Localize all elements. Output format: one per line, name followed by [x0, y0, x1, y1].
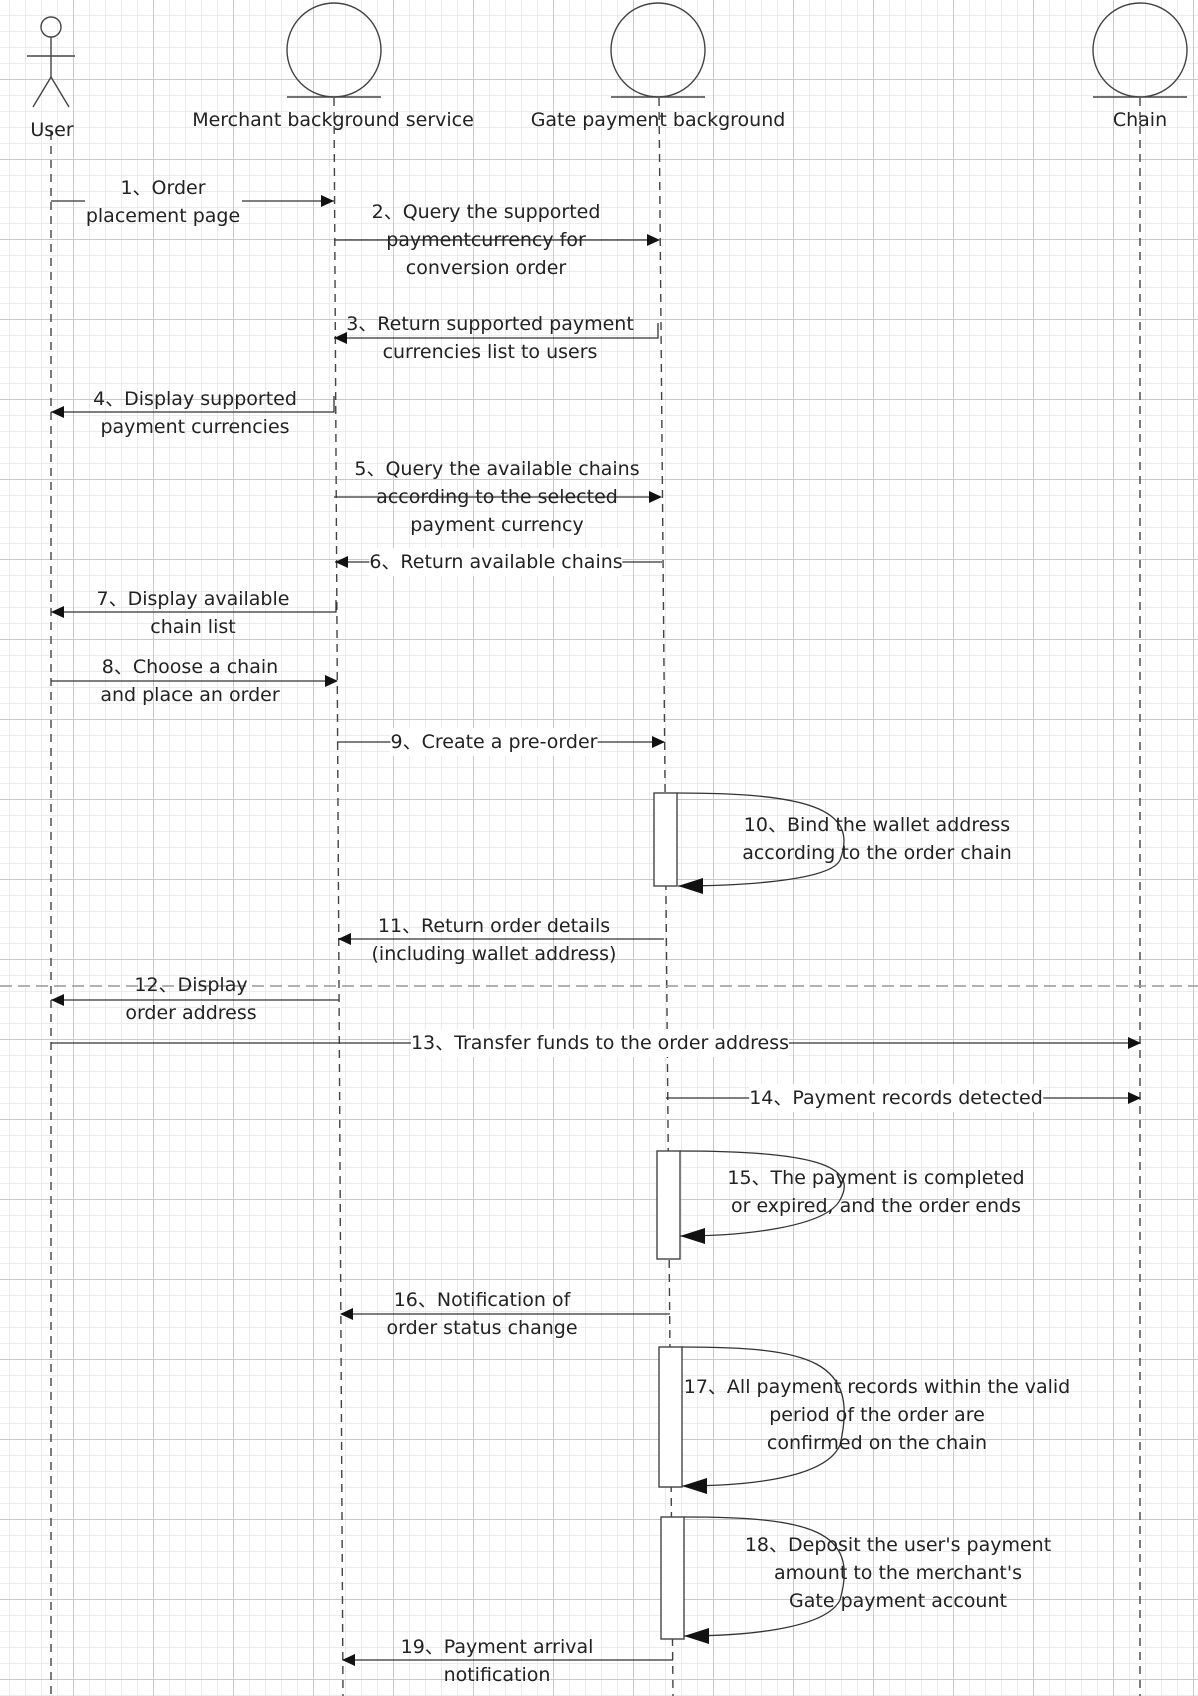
self-msg-10-arrowhead — [678, 878, 703, 894]
msg-9-label: 9、Create a pre-order — [390, 728, 598, 756]
msg-15-label: 15、The payment is completed or expired, … — [727, 1167, 1025, 1217]
activation-gate-15 — [656, 1150, 681, 1260]
msg-12-arrowhead — [51, 994, 64, 1006]
merchant-entity-icon — [286, 2, 382, 98]
msg-9-arrowhead — [652, 736, 665, 748]
activation-gate-18 — [660, 1516, 685, 1640]
msg-12-label: 12、Display order address — [125, 974, 257, 1024]
msg-4-label: 4、Display supported payment currencies — [93, 388, 297, 438]
msg-11-label: 11、Return order details (including walle… — [371, 915, 617, 965]
msg-10-label: 10、Bind the wallet address according to … — [742, 814, 1012, 864]
msg-2-arrowhead — [647, 234, 660, 246]
msg-11-arrowhead — [338, 933, 351, 945]
msg-1-label: 1、Order placement page — [85, 177, 241, 227]
msg-16-arrowhead — [340, 1308, 353, 1320]
self-msg-18-arrowhead — [684, 1628, 709, 1644]
msg-4-arrow — [51, 396, 335, 413]
msg-8-label: 8、Choose a chain and place an order — [100, 656, 280, 706]
self-msg-18-arrow — [683, 1516, 845, 1637]
msg-13-label: 13、Transfer funds to the order address — [410, 1029, 790, 1057]
self-msg-15-arrow — [679, 1150, 845, 1237]
msg-6-arrowhead — [335, 556, 348, 568]
self-msg-15-arrowhead — [680, 1228, 705, 1244]
msg-6-label: 6、Return available chains — [369, 548, 623, 576]
msg-3-arrowhead — [334, 332, 347, 344]
msg-14-label: 14、Payment records detected — [749, 1084, 1043, 1112]
msg-14-arrowhead — [1128, 1092, 1141, 1104]
msg-18-label: 18、Deposit the user's payment amount to … — [744, 1534, 1052, 1612]
msg-7-label: 7、Display available chain list — [96, 588, 290, 638]
msg-7-arrowhead — [51, 606, 64, 618]
self-msg-17-arrowhead — [682, 1478, 707, 1494]
msg-13-arrowhead — [1128, 1037, 1141, 1049]
participant-name-gate: Gate payment background — [530, 109, 786, 131]
msg-19-arrowhead — [342, 1654, 355, 1666]
self-msg-17-arrow — [681, 1346, 845, 1487]
msg-1-arrowhead — [321, 195, 334, 207]
msg-7-arrow — [51, 600, 337, 613]
msg-19-label: 19、Payment arrival notification — [400, 1636, 594, 1686]
msg-2-label: 2、Query the supported paymentcurrency fo… — [371, 201, 601, 279]
msg-8-arrowhead — [325, 675, 338, 687]
msg-3-arrow — [334, 323, 659, 339]
msg-17-label: 17、All payment records within the valid … — [683, 1376, 1071, 1454]
activation-gate-17 — [658, 1346, 683, 1488]
msg-4-arrowhead — [51, 406, 64, 418]
participant-name-chain: Chain — [1112, 109, 1168, 131]
gate-entity-icon — [610, 2, 706, 98]
msg-3-label: 3、Return supported payment currencies li… — [346, 313, 634, 363]
msg-5-label: 5、Query the available chains according t… — [354, 458, 640, 536]
lifeline-merchant — [333, 97, 344, 1696]
participant-name-user: User — [30, 119, 74, 141]
self-msg-10-arrow — [676, 792, 845, 887]
activation-gate-10 — [653, 792, 678, 887]
chain-entity-icon — [1092, 2, 1188, 98]
msg-16-label: 16、Notification of order status change — [386, 1289, 578, 1339]
participant-name-merchant: Merchant background service — [192, 109, 474, 131]
user-actor-icon — [27, 16, 75, 108]
msg-5-arrowhead — [649, 491, 662, 503]
